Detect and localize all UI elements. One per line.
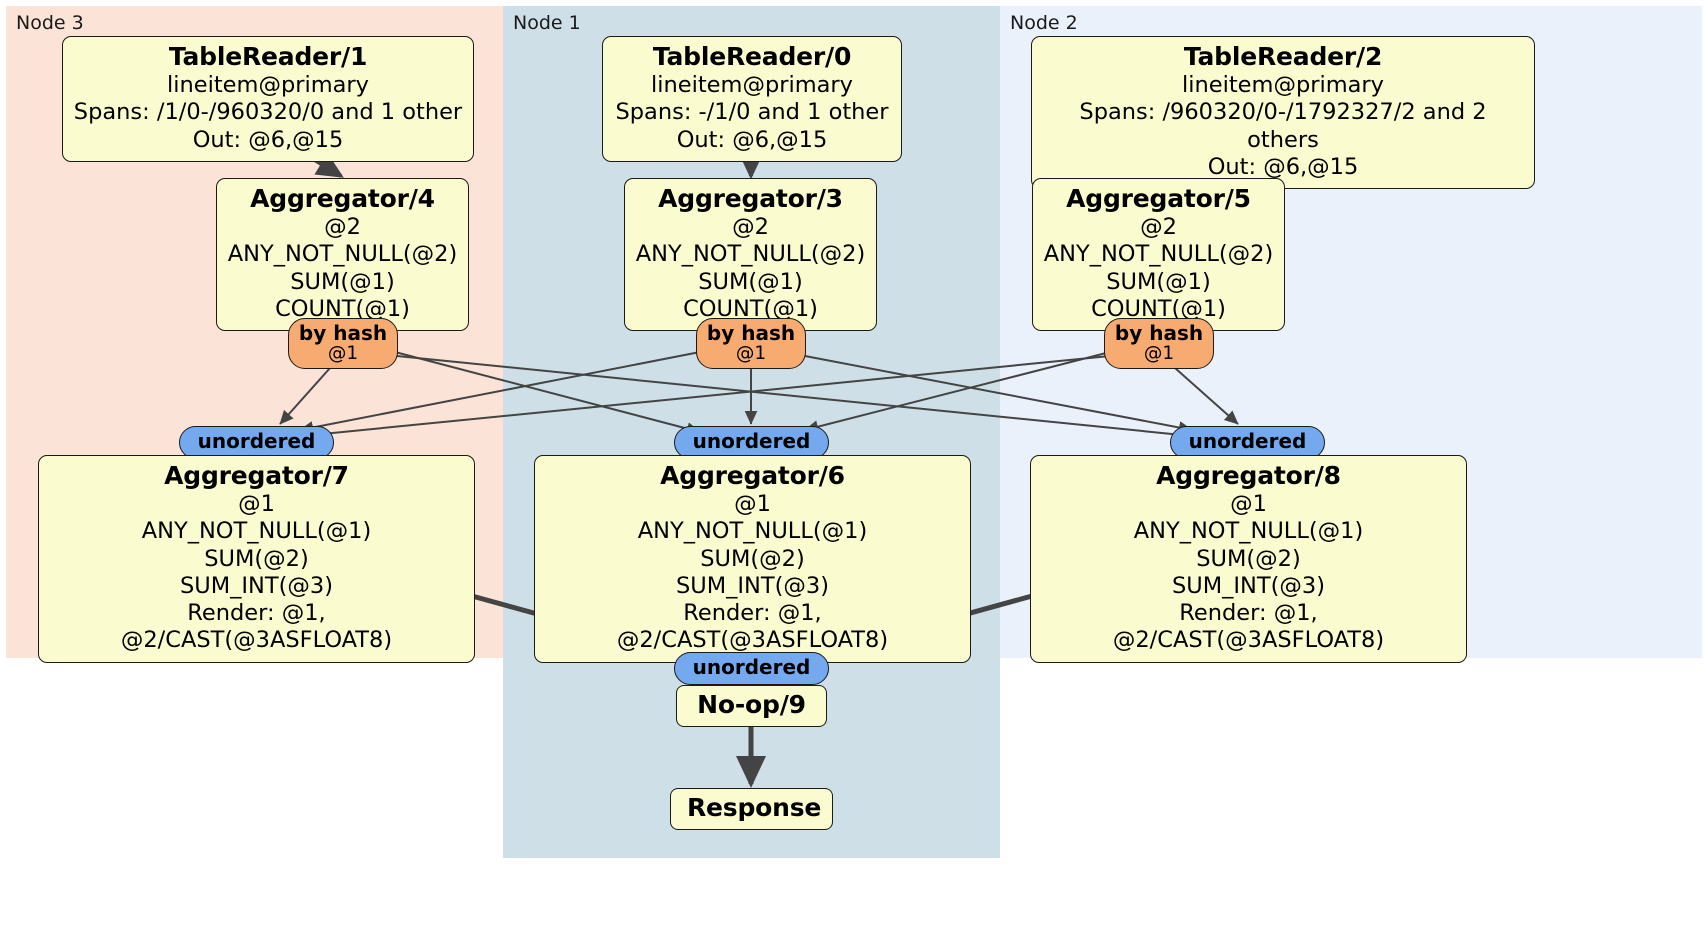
processor-detail-line: Render: @1, @2/CAST(@3ASFLOAT8) [1112,600,1385,654]
router-by-hash-aggregator-3[interactable]: by hash @1 [696,318,806,369]
processor-title: TableReader/0 [652,42,852,71]
processor-detail-line: SUM(@1) [698,268,803,295]
router-label: by hash [706,321,796,345]
router-label: by hash [298,321,388,345]
processor-aggregator-5[interactable]: Aggregator/5 @2 ANY_NOT_NULL(@2) SUM(@1)… [1032,178,1285,332]
processor-detail-line: Out: @6,@15 [676,126,828,153]
edge-hash3-unordered8 [804,355,1193,434]
processor-detail-line: lineitem@primary [651,72,853,99]
router-sublabel: @1 [735,343,767,365]
processor-detail-line: Out: @6,@15 [1207,153,1359,180]
processor-detail-line: lineitem@primary [1182,72,1384,99]
processor-aggregator-6[interactable]: Aggregator/6 @1 ANY_NOT_NULL(@1) SUM(@2)… [534,455,971,663]
edge-hash3-unordered7 [299,351,701,434]
processor-title: Aggregator/3 [658,184,843,213]
processor-title: Aggregator/5 [1066,184,1251,213]
router-by-hash-aggregator-5[interactable]: by hash @1 [1104,318,1214,369]
processor-detail-line: Out: @6,@15 [192,126,344,153]
processor-detail-line: SUM(@2) [700,545,805,572]
edge-hash5-unordered7 [301,355,1111,442]
processor-detail-line: @1 [734,491,771,518]
processor-title: Response [687,793,822,822]
processor-detail-line: Spans: /1/0-/960320/0 and 1 other [73,99,463,126]
router-sublabel: @1 [327,343,359,365]
router-label: unordered [692,429,811,453]
processor-title: Aggregator/7 [164,461,349,490]
processor-aggregator-8[interactable]: Aggregator/8 @1 ANY_NOT_NULL(@1) SUM(@2)… [1030,455,1467,663]
processor-detail-line: lineitem@primary [167,72,369,99]
processor-title: TableReader/2 [1183,42,1383,71]
processor-detail-line: ANY_NOT_NULL(@2) [1043,241,1274,268]
router-sublabel: @1 [1143,343,1175,365]
processor-detail-line: SUM_INT(@3) [1172,572,1325,599]
processor-table-reader-2[interactable]: TableReader/2 lineitem@primary Spans: /9… [1031,36,1535,190]
processor-aggregator-3[interactable]: Aggregator/3 @2 ANY_NOT_NULL(@2) SUM(@1)… [624,178,877,332]
edge-hash5-unordered8 [1174,367,1239,425]
processor-title: No-op/9 [697,690,806,719]
edge-hash4-unordered8 [396,355,1193,442]
router-unordered-aggregator-7[interactable]: unordered [179,426,334,459]
edge-hash5-unordered6 [804,351,1111,433]
processor-detail-line: COUNT(@1) [275,295,410,322]
processor-title: Aggregator/4 [250,184,435,213]
processor-detail-line: @2 [732,214,769,241]
processor-detail-line: @1 [238,491,275,518]
processor-detail-line: ANY_NOT_NULL(@1) [141,518,372,545]
processor-detail-line: Spans: /960320/0-/1792327/2 and 2 others [1079,99,1487,153]
processor-detail-line: SUM(@1) [1106,268,1211,295]
processor-detail-line: SUM_INT(@3) [676,572,829,599]
processor-detail-line: @2 [324,214,361,241]
processor-detail-line: COUNT(@1) [1091,295,1226,322]
node-panel-label-node1: Node 1 [513,12,581,34]
processor-detail-line: Render: @1, @2/CAST(@3ASFLOAT8) [120,600,393,654]
processor-response[interactable]: Response [670,788,833,831]
router-label: unordered [1188,429,1307,453]
processor-detail-line: Spans: -/1/0 and 1 other [615,99,889,126]
router-label: by hash [1114,321,1204,345]
router-unordered-noop-9[interactable]: unordered [674,652,829,685]
edge-hash4-unordered6 [394,351,701,435]
processor-detail-line: @1 [1230,491,1267,518]
node-panel-label-node2: Node 2 [1010,12,1078,34]
router-unordered-aggregator-8[interactable]: unordered [1170,426,1325,459]
processor-detail-line: @2 [1140,214,1177,241]
node-panel-label-node3: Node 3 [16,12,84,34]
router-unordered-aggregator-6[interactable]: unordered [674,426,829,459]
processor-table-reader-1[interactable]: TableReader/1 lineitem@primary Spans: /1… [62,36,474,162]
processor-detail-line: SUM(@1) [290,268,395,295]
router-label: unordered [197,429,316,453]
processor-detail-line: SUM_INT(@3) [180,572,333,599]
router-label: unordered [692,655,811,679]
processor-detail-line: SUM(@2) [1196,545,1301,572]
edge-hash4-unordered7 [279,367,331,425]
processor-noop-9[interactable]: No-op/9 [676,685,827,728]
processor-detail-line: Render: @1, @2/CAST(@3ASFLOAT8) [616,600,889,654]
processor-detail-line: ANY_NOT_NULL(@1) [637,518,868,545]
processor-table-reader-0[interactable]: TableReader/0 lineitem@primary Spans: -/… [602,36,902,162]
processor-aggregator-4[interactable]: Aggregator/4 @2 ANY_NOT_NULL(@2) SUM(@1)… [216,178,469,332]
processor-detail-line: ANY_NOT_NULL(@2) [635,241,866,268]
processor-detail-line: ANY_NOT_NULL(@1) [1133,518,1364,545]
processor-title: TableReader/1 [168,42,368,71]
processor-detail-line: SUM(@2) [204,545,309,572]
processor-detail-line: COUNT(@1) [683,295,818,322]
processor-detail-line: ANY_NOT_NULL(@2) [227,241,458,268]
router-by-hash-aggregator-4[interactable]: by hash @1 [288,318,398,369]
processor-title: Aggregator/8 [1156,461,1341,490]
processor-title: Aggregator/6 [660,461,845,490]
processor-aggregator-7[interactable]: Aggregator/7 @1 ANY_NOT_NULL(@1) SUM(@2)… [38,455,475,663]
